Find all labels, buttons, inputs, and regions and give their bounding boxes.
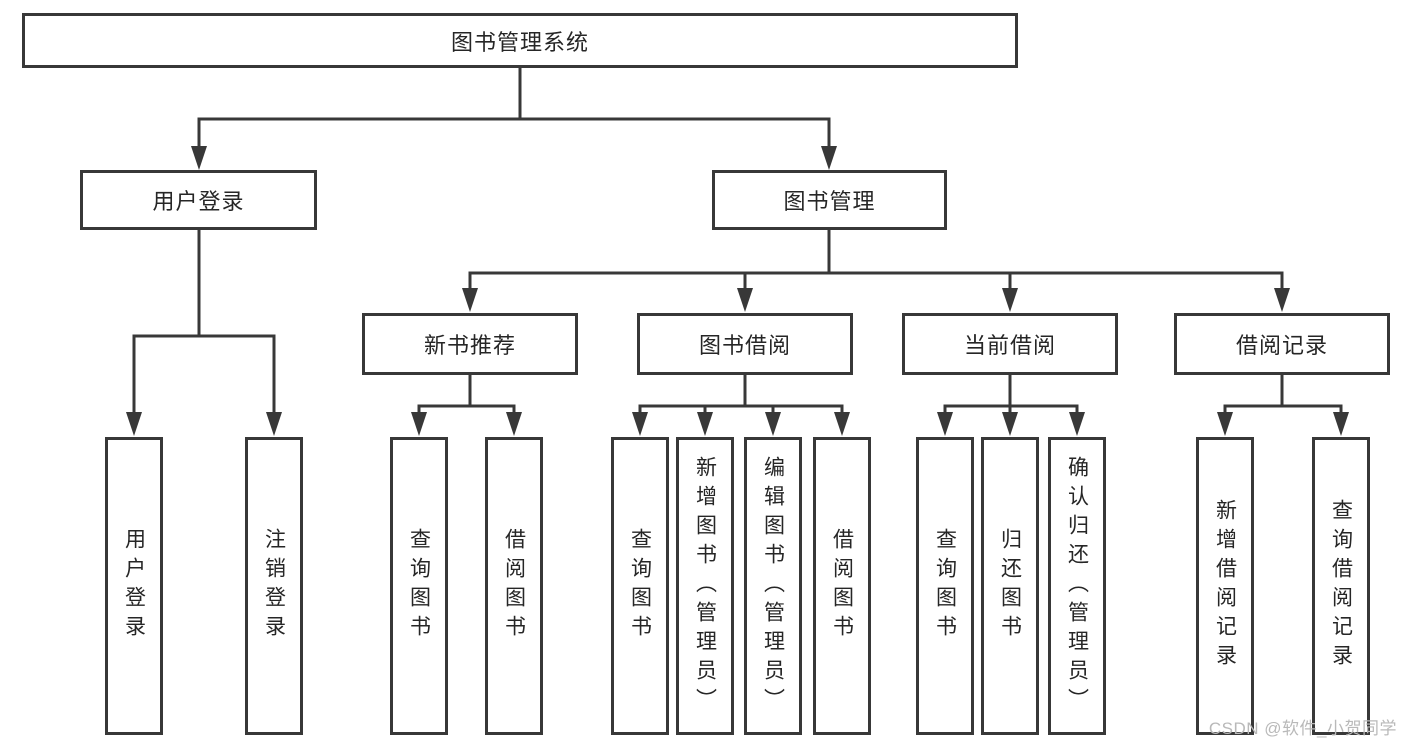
node-user-login: 用户登录 <box>80 170 317 230</box>
node-root-label: 图书管理系统 <box>450 29 589 55</box>
node-new-book-recommendation: 新书推荐 <box>362 313 578 375</box>
leaf-return-books-label: 归还图书 <box>998 528 1022 644</box>
leaf-borrow-books-recommend: 借阅图书 <box>485 437 543 735</box>
leaf-add-borrow-record: 新增借阅记录 <box>1196 437 1254 735</box>
node-book-management: 图书管理 <box>712 170 947 230</box>
node-borrowing-records: 借阅记录 <box>1174 313 1390 375</box>
leaf-add-books-admin: 新增图书（管理员） <box>676 437 734 735</box>
node-borrowing-records-label: 借阅记录 <box>1235 333 1328 358</box>
leaf-edit-books-admin: 编辑图书（管理员） <box>744 437 802 735</box>
watermark: CSDN @软件_小贺同学 <box>1208 719 1397 738</box>
node-new-book-recommendation-label: 新书推荐 <box>423 333 516 358</box>
leaf-logout: 注销登录 <box>245 437 303 735</box>
node-book-borrowing-label: 图书借阅 <box>698 333 791 358</box>
node-current-borrowing-label: 当前借阅 <box>963 333 1056 358</box>
leaf-borrow-books-borrowing-label: 借阅图书 <box>830 528 854 644</box>
leaf-query-books-recommend-label: 查询图书 <box>407 528 431 644</box>
node-book-management-label: 图书管理 <box>783 189 876 214</box>
leaf-query-books-current-label: 查询图书 <box>933 528 957 644</box>
leaf-query-books-borrowing: 查询图书 <box>611 437 669 735</box>
node-root: 图书管理系统 <box>22 13 1018 68</box>
leaf-query-books-recommend: 查询图书 <box>390 437 448 735</box>
leaf-query-borrow-record: 查询借阅记录 <box>1312 437 1370 735</box>
leaf-query-borrow-record-label: 查询借阅记录 <box>1329 499 1353 673</box>
leaf-confirm-return-admin: 确认归还（管理员） <box>1048 437 1106 735</box>
leaf-edit-books-admin-label: 编辑图书（管理员） <box>761 455 785 717</box>
leaf-confirm-return-admin-label: 确认归还（管理员） <box>1065 455 1089 717</box>
node-current-borrowing: 当前借阅 <box>902 313 1118 375</box>
leaf-add-books-admin-label: 新增图书（管理员） <box>693 455 717 717</box>
leaf-query-books-borrowing-label: 查询图书 <box>628 528 652 644</box>
leaf-borrow-books-borrowing: 借阅图书 <box>813 437 871 735</box>
leaf-borrow-books-recommend-label: 借阅图书 <box>502 528 526 644</box>
leaf-add-borrow-record-label: 新增借阅记录 <box>1213 499 1237 673</box>
leaf-user-login: 用户登录 <box>105 437 163 735</box>
node-book-borrowing: 图书借阅 <box>637 313 853 375</box>
leaf-user-login-label: 用户登录 <box>122 528 146 644</box>
leaf-return-books: 归还图书 <box>981 437 1039 735</box>
leaf-logout-label: 注销登录 <box>262 528 286 644</box>
node-user-login-label: 用户登录 <box>152 189 245 214</box>
leaf-query-books-current: 查询图书 <box>916 437 974 735</box>
